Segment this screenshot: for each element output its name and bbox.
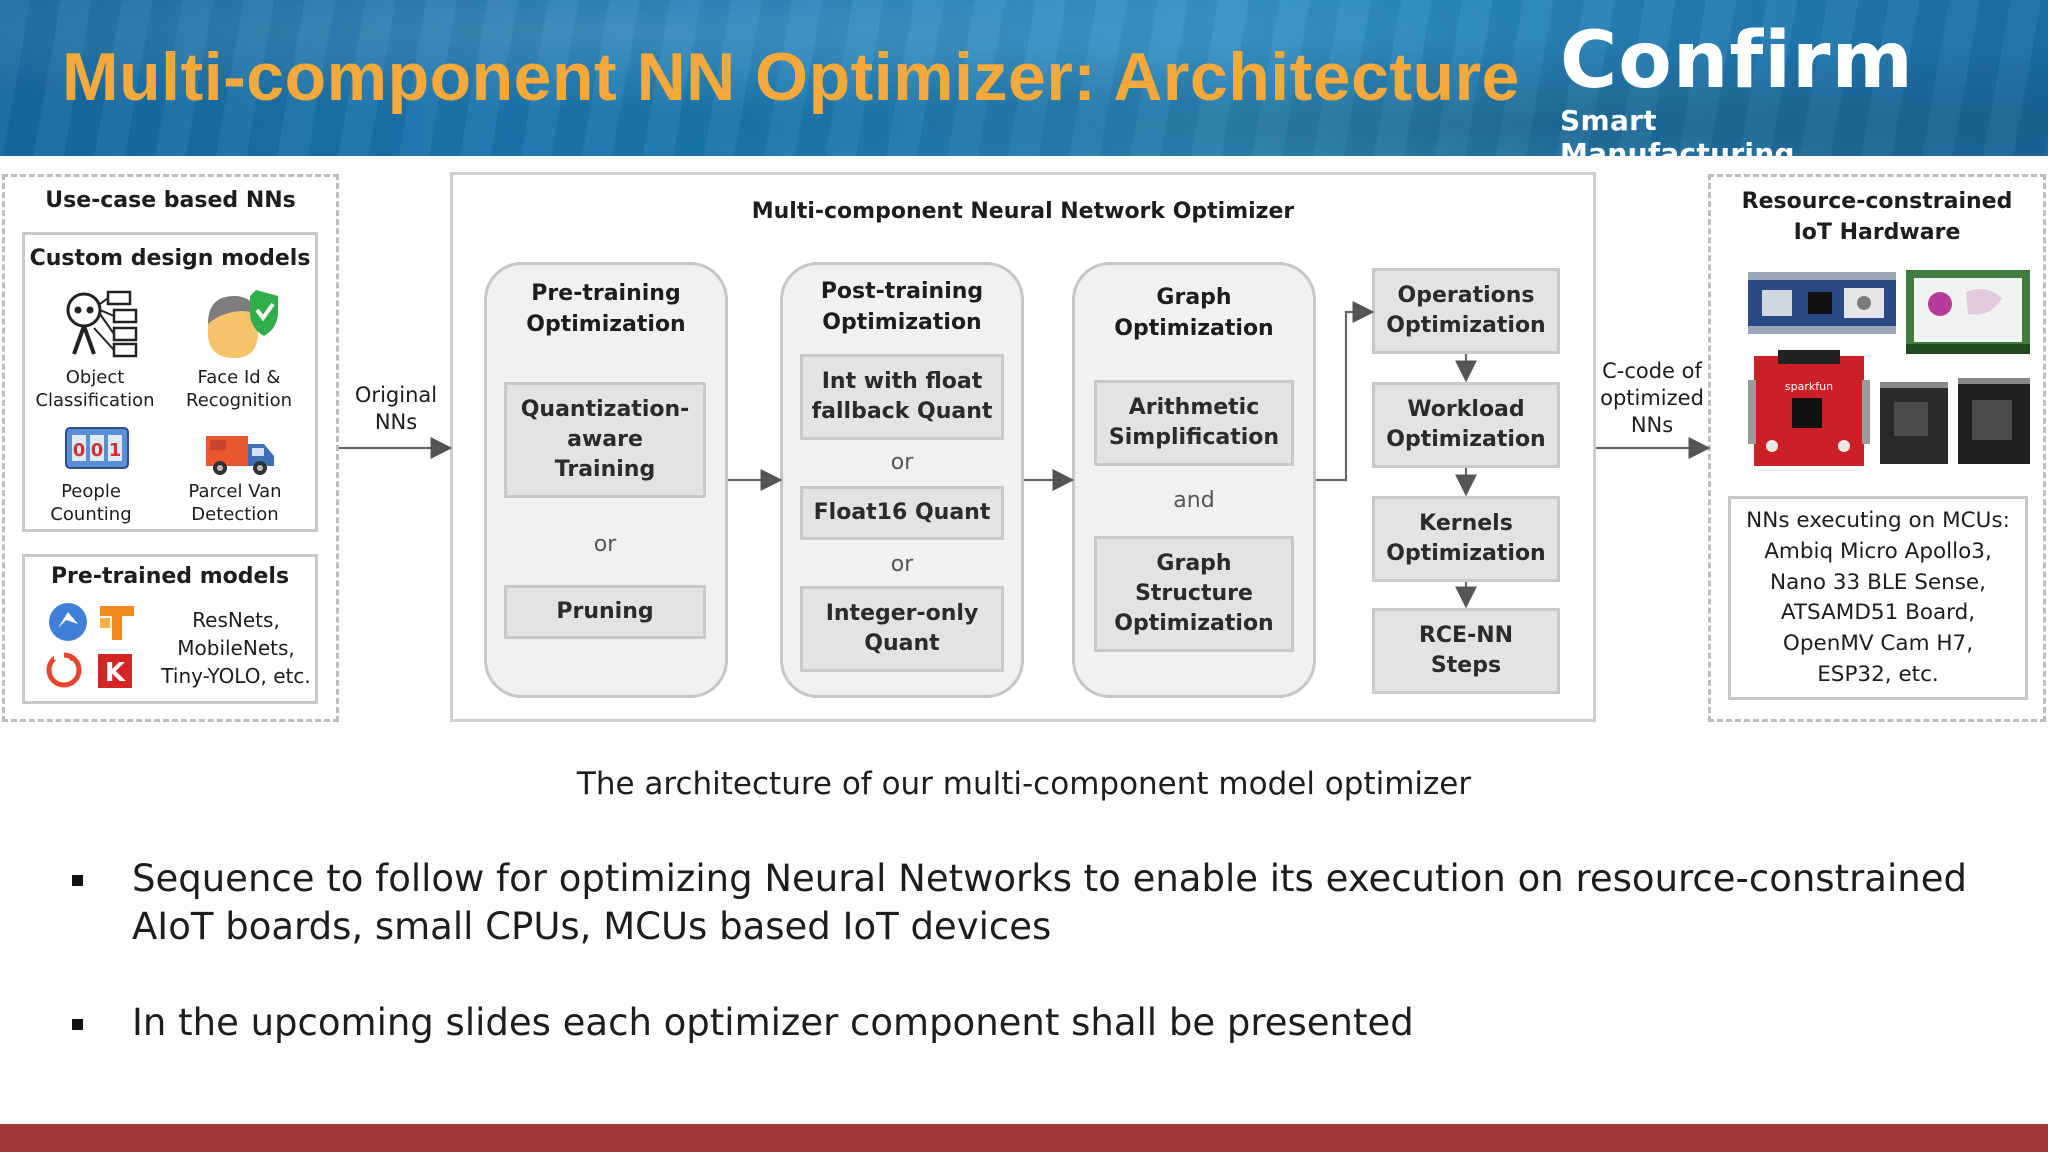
or-connector: or (890, 552, 914, 577)
brand-name: Confirm (1560, 16, 1914, 106)
c-code-label: C-code of optimized NNs (1600, 359, 1704, 437)
esp32-boards-image (1880, 372, 2030, 470)
svg-text:0: 0 (73, 440, 86, 461)
pretrained-models-title: Pre-trained models (50, 564, 290, 589)
float16-quant-step: Float16 Quant (800, 486, 1004, 540)
bullet-list: Sequence to follow for optimizing Neural… (70, 855, 2030, 1047)
workload-optimization-step: Workload Optimization (1372, 382, 1560, 468)
sparkfun-board-image: sparkfun (1748, 350, 1870, 472)
and-connector: and (1173, 488, 1215, 513)
footer-bar (0, 1124, 2048, 1152)
bullet-marker (72, 875, 83, 886)
pruning-step: Pruning (504, 585, 706, 639)
brand-logo: Confirm Smart Manufacturing (1560, 16, 1914, 156)
diagram-caption: The architecture of our multi-component … (576, 766, 1472, 802)
object-classification-icon (64, 288, 140, 360)
svg-text:1: 1 (109, 440, 122, 461)
svg-text:K: K (105, 658, 126, 688)
bullet-marker (72, 1019, 83, 1030)
arithmetic-simplification-step: Arithmetic Simplification (1094, 380, 1294, 466)
svg-text:sparkfun: sparkfun (1785, 380, 1833, 393)
int-float-fallback-step: Int with float fallback Quant (800, 354, 1004, 440)
custom-models-title: Custom design models (29, 246, 311, 271)
use-case-panel-title: Use-case based NNs (45, 188, 296, 213)
slide-title: Multi-component NN Optimizer: Architectu… (62, 39, 1520, 115)
graph-structure-optimization-step: Graph Structure Optimization (1094, 536, 1294, 652)
nano-board-image (1748, 272, 1896, 334)
pre-training-title: Pre-training Optimization (526, 281, 686, 337)
mcu-list-text: NNs executing on MCUs: Ambiq Micro Apoll… (1746, 508, 2010, 687)
parcel-van-icon (204, 430, 276, 478)
integer-only-quant-step: Integer-only Quant (800, 586, 1004, 672)
brand-subtitle: Smart Manufacturing (1560, 104, 1795, 156)
kernels-optimization-step: Kernels Optimization (1372, 496, 1560, 582)
framework-logos-icon: K (46, 600, 142, 692)
pretrained-models-list: ResNets, MobileNets, Tiny-YOLO, etc. (161, 608, 311, 688)
original-nns-label: Original NNs (354, 383, 438, 434)
optimizer-title: Multi-component Neural Network Optimizer (751, 199, 1295, 224)
graph-optimization-title: Graph Optimization (1114, 285, 1274, 341)
openmv-board-image (1906, 270, 2030, 354)
rce-nn-steps-step: RCE-NN Steps (1372, 608, 1560, 694)
bullet-item: Sequence to follow for optimizing Neural… (70, 855, 2030, 951)
bullet-item: In the upcoming slides each optimizer co… (70, 999, 2030, 1047)
custom-models-box (22, 232, 318, 532)
or-connector: or (890, 450, 914, 475)
custom-item-label: Parcel Van Detection (188, 481, 282, 525)
post-training-title: Post-training Optimization (820, 279, 984, 335)
mcu-list-box (1728, 496, 2028, 700)
or-connector: or (593, 532, 617, 557)
custom-item-label: Object Classification (35, 367, 155, 411)
custom-item-label: People Counting (50, 481, 132, 525)
people-counting-icon: 0 0 1 (64, 426, 130, 474)
iot-hardware-title: Resource-constrained IoT Hardware (1741, 189, 2013, 245)
face-id-icon (200, 286, 282, 362)
custom-item-label: Face Id & Recognition (186, 367, 292, 411)
quantization-aware-training-step: Quantization- aware Training (504, 382, 706, 498)
operations-optimization-step: Operations Optimization (1372, 268, 1560, 354)
slide-header: Multi-component NN Optimizer: Architectu… (0, 0, 2048, 156)
svg-text:0: 0 (91, 440, 104, 461)
